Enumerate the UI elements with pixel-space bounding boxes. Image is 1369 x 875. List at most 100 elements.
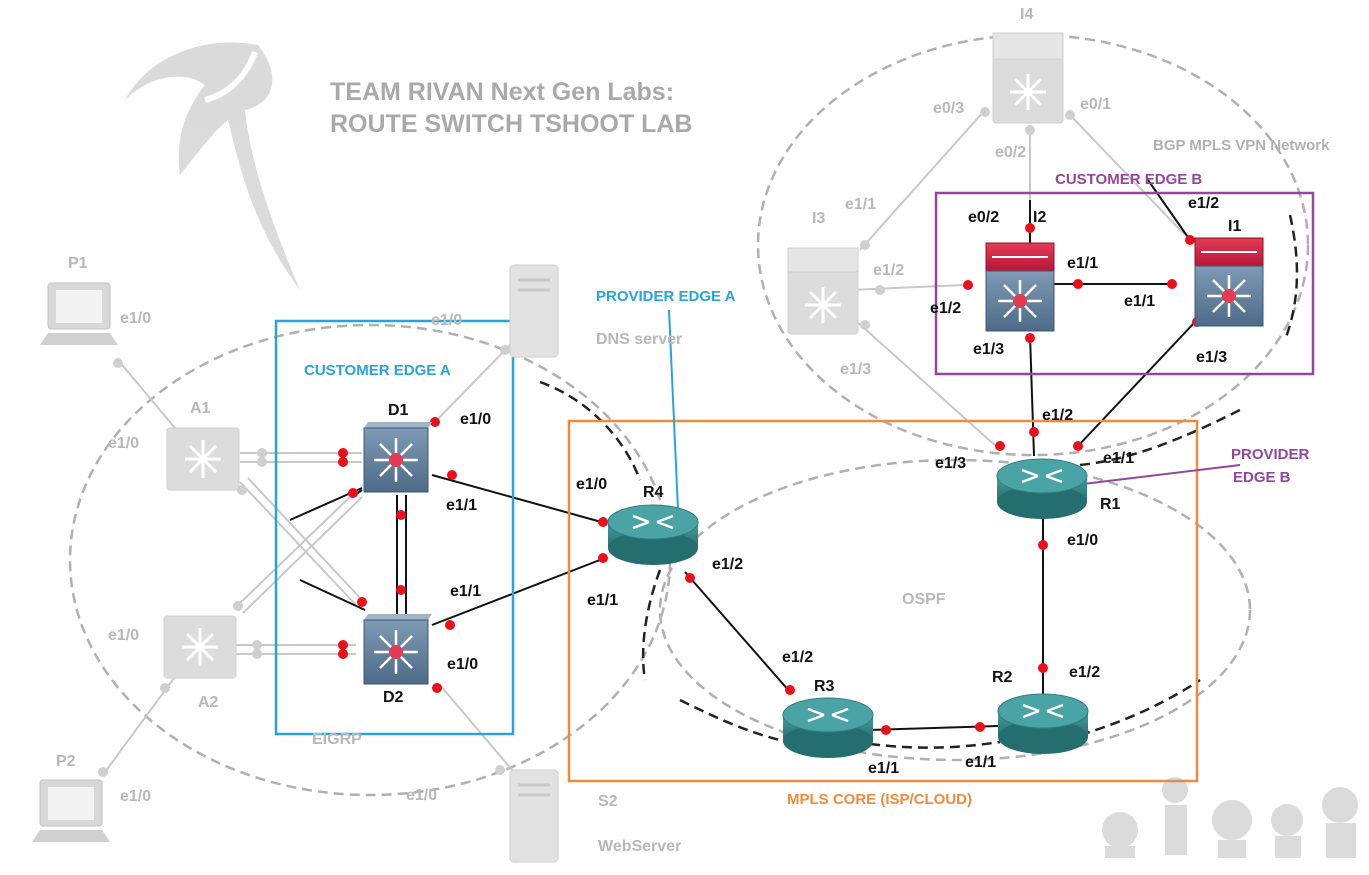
double-links [354, 489, 407, 614]
switch-d1-icon [363, 422, 432, 493]
device-label-p1: P1 [68, 255, 88, 272]
provider-edge-b-pointer [1074, 464, 1241, 486]
switch-i4-icon [992, 32, 1064, 124]
ospf-area-outline [658, 458, 1252, 762]
ospf-arc-1 [869, 740, 1001, 749]
bgp-arc-1 [1283, 214, 1299, 341]
iface-d1-e1-0: e1/0 [460, 411, 491, 428]
iface-r4-e1-1: e1/1 [587, 592, 618, 609]
iface-i2-e1-3: e1/3 [973, 341, 1004, 358]
ospf-arc-3 [1079, 678, 1201, 737]
label-provider-edge-b-line2: EDGE B [1233, 469, 1291, 486]
iface-i3-e1-2: e1/2 [873, 262, 904, 279]
ospf-arc-2 [679, 698, 801, 746]
faded-dots [98, 107, 1075, 777]
eigrp-arc-1 [539, 380, 642, 481]
iface-i1-e1-3: e1/3 [1196, 349, 1227, 366]
iface-a2-e1-0: e1/0 [108, 627, 139, 644]
switch-a1-icon [166, 427, 240, 491]
device-label-i3: I3 [812, 210, 825, 227]
dns-server-icon [509, 264, 559, 358]
router-r3-icon [782, 697, 874, 758]
webserver-icon [509, 769, 559, 863]
iface-i4-e0-3: e0/3 [933, 100, 964, 117]
iface-r2-e1-2: e1/2 [1069, 664, 1100, 681]
device-label-webserver: WebServer [598, 838, 681, 855]
device-label-i1: I1 [1228, 218, 1241, 235]
iface-r3-e1-1: e1/1 [868, 760, 899, 777]
bgp-area-outline [756, 33, 1310, 457]
device-label-r4: R4 [643, 484, 664, 501]
iface-r1-e1-2: e1/2 [1042, 407, 1073, 424]
iface-i3-e1-3: e1/3 [840, 361, 871, 378]
pc-p2 [32, 779, 110, 842]
switch-d2-icon [363, 614, 432, 685]
device-label-dns-server: DNS server [596, 331, 682, 348]
eigrp-arc-2 [641, 569, 662, 681]
device-label-r2: R2 [992, 669, 1013, 686]
device-label-a2: A2 [198, 694, 219, 711]
label-provider-edge-a: PROVIDER EDGE A [596, 288, 736, 305]
bgp-arc-2 [1079, 408, 1241, 467]
label-mpls-core: MPLS CORE (ISP/CLOUD) [787, 791, 972, 808]
mpls-core-box [567, 419, 1199, 783]
pc-p1 [40, 282, 118, 345]
switch-a2-icon [163, 615, 237, 679]
area-label-bgp: BGP MPLS VPN Network [1153, 137, 1330, 154]
switch-i2-icon [985, 242, 1055, 332]
iface-r3-e1-2: e1/2 [782, 649, 813, 666]
iface-d1-e1-1: e1/1 [446, 497, 477, 514]
label-provider-edge-b-line1: PROVIDER [1231, 446, 1310, 463]
switch-i3-icon [787, 247, 859, 335]
iface-d2-e1-1: e1/1 [450, 583, 481, 600]
team-rivan-logo [125, 42, 300, 291]
area-outlines [68, 33, 1310, 797]
iface-p2-e1-0: e1/0 [120, 788, 151, 805]
device-label-d2: D2 [383, 689, 404, 706]
iface-s2-e1-0: e1/0 [406, 787, 437, 804]
area-label-eigrp: EIGRP [312, 731, 362, 748]
iface-i2-e0-2: e0/2 [968, 209, 999, 226]
device-label-s2: S2 [598, 793, 618, 810]
switch-i1-icon [1194, 237, 1264, 327]
iface-i2-e1-1: e1/1 [1067, 255, 1098, 272]
iface-i4-e0-1: e0/1 [1080, 96, 1111, 113]
faded-links [104, 109, 1186, 773]
label-customer-edge-a: CUSTOMER EDGE A [304, 362, 451, 379]
device-label-r3: R3 [814, 678, 835, 695]
iface-r1-e1-0: e1/0 [1067, 532, 1098, 549]
iface-r4-e1-2: e1/2 [712, 556, 743, 573]
router-r1-icon [996, 458, 1088, 519]
iface-i1-e1-1: e1/1 [1124, 293, 1155, 310]
iface-p1-e1-0: e1/0 [120, 310, 151, 327]
iface-i1-e1-2: e1/2 [1188, 195, 1219, 212]
title-line-2: ROUTE SWITCH TSHOOT LAB [330, 110, 692, 138]
cartoon-characters [1102, 777, 1358, 858]
iface-d2-e1-0: e1/0 [447, 656, 478, 673]
device-label-i2: I2 [1033, 209, 1046, 226]
iface-a1-e1-0: e1/0 [108, 435, 139, 452]
title-line-1: TEAM RIVAN Next Gen Labs: [330, 78, 674, 106]
device-label-i4: I4 [1020, 6, 1033, 23]
eigrp-area-outline [68, 323, 672, 797]
router-r2-icon [997, 693, 1089, 754]
device-label-p2: P2 [56, 753, 76, 770]
customer-edge-a-box [274, 319, 515, 736]
device-label-d1: D1 [388, 402, 409, 419]
iface-i2-e1-2: e1/2 [930, 300, 961, 317]
iface-r1-e1-1: e1/1 [1103, 450, 1134, 467]
iface-i4-e0-2: e0/2 [995, 144, 1026, 161]
iface-r1-e1-3: e1/3 [935, 455, 966, 472]
area-label-ospf: OSPF [902, 591, 946, 608]
device-label-a1: A1 [190, 400, 211, 417]
device-label-r1: R1 [1100, 496, 1121, 513]
provider-edge-a-pointer [668, 309, 679, 511]
iface-i3-e1-1: e1/1 [845, 196, 876, 213]
iface-dns-e1-0: e1/0 [431, 312, 462, 329]
iface-r2-e1-1: e1/1 [965, 754, 996, 771]
highlighted-area-arcs [539, 214, 1299, 749]
router-r4-icon [607, 504, 699, 565]
interface-dots [338, 223, 1202, 735]
